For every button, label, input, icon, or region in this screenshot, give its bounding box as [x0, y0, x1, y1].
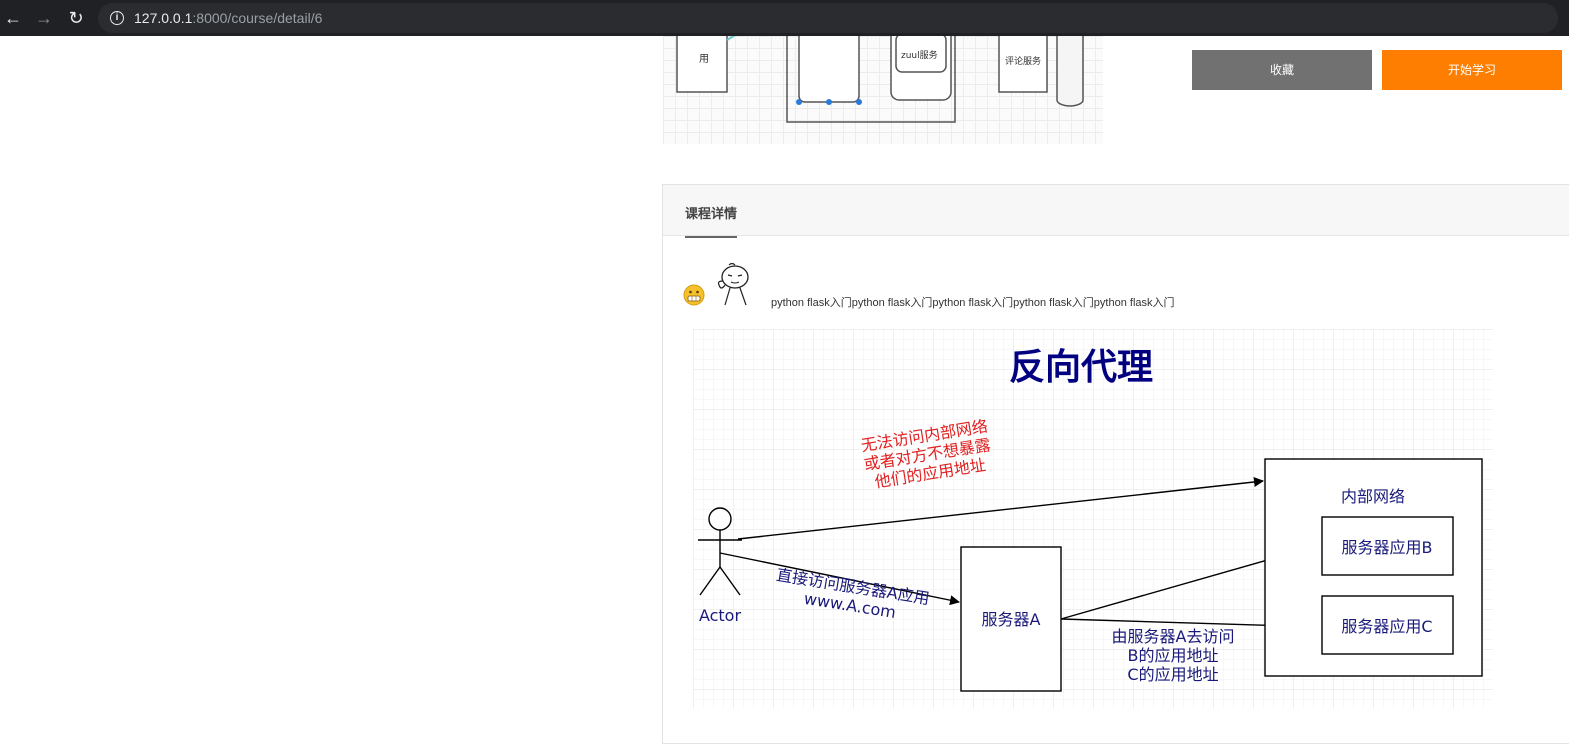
actor-label: Actor: [699, 606, 742, 625]
internal-network-label: 内部网络: [1341, 487, 1405, 506]
via-server-a-label: 由服务器A去访问 B的应用地址 C的应用地址: [1112, 627, 1235, 684]
server-c-box: [1321, 595, 1454, 655]
browser-toolbar: ← → ↻ i 127.0.0.1:8000/course/detail/6: [0, 0, 1569, 36]
course-cover-image: 用 zuul服务 评论服务: [663, 36, 1103, 144]
via-a-line-3: C的应用地址: [1127, 665, 1218, 684]
server-b-label: 服务器应用B: [1342, 538, 1433, 557]
arrow-actor-to-internal: [737, 477, 1264, 540]
course-detail-panel: 课程详情 python flask入门python flask入门python …: [662, 184, 1569, 744]
cover-label-3: 评论服务: [1005, 55, 1041, 67]
server-a-label: 服务器A: [982, 610, 1041, 629]
info-icon[interactable]: i: [110, 11, 124, 25]
thinking-sketch-icon: [717, 262, 749, 306]
forward-arrow-icon[interactable]: →: [35, 8, 53, 28]
via-a-line-2: B的应用地址: [1128, 646, 1219, 665]
tab-bar: 课程详情: [663, 185, 1569, 238]
url-host: 127.0.0.1: [134, 10, 193, 26]
red-note: 无法访问内部网络 或者对方不想暴露 他们的应用地址: [860, 416, 992, 491]
cover-label-2: zuul服务: [901, 49, 938, 61]
favorite-button[interactable]: 收藏: [1192, 50, 1372, 90]
course-intro-text: python flask入门python flask入门python flask…: [771, 297, 1175, 309]
start-learning-button[interactable]: 开始学习: [1382, 50, 1562, 90]
reload-icon[interactable]: ↻: [68, 8, 84, 28]
address-bar[interactable]: i 127.0.0.1:8000/course/detail/6: [98, 3, 1558, 33]
actor-figure: [698, 507, 742, 596]
url-text[interactable]: 127.0.0.1:8000/course/detail/6: [134, 10, 322, 26]
server-b-box: [1321, 516, 1454, 576]
page-content: 用 zuul服务 评论服务 收藏 开始学习 课程详情: [0, 36, 1569, 744]
reverse-proxy-diagram: 反向代理 无法访问内部网络 或者对方不想暴露 他们的应用地址 Actor 直接访…: [693, 329, 1493, 709]
diagram-title: 反向代理: [1009, 347, 1153, 388]
cover-diagram: 用 zuul服务 评论服务: [676, 36, 1084, 123]
arrow-actor-to-server-a: [719, 552, 960, 606]
url-path: :8000/course/detail/6: [192, 10, 323, 26]
cover-label-1: 用: [699, 54, 709, 65]
via-a-line-1: 由服务器A去访问: [1112, 627, 1235, 646]
tab-course-detail[interactable]: 课程详情: [685, 203, 738, 238]
grimace-emoji-icon: [683, 284, 705, 306]
server-c-label: 服务器应用C: [1341, 617, 1432, 636]
back-arrow-icon[interactable]: ←: [4, 8, 22, 28]
